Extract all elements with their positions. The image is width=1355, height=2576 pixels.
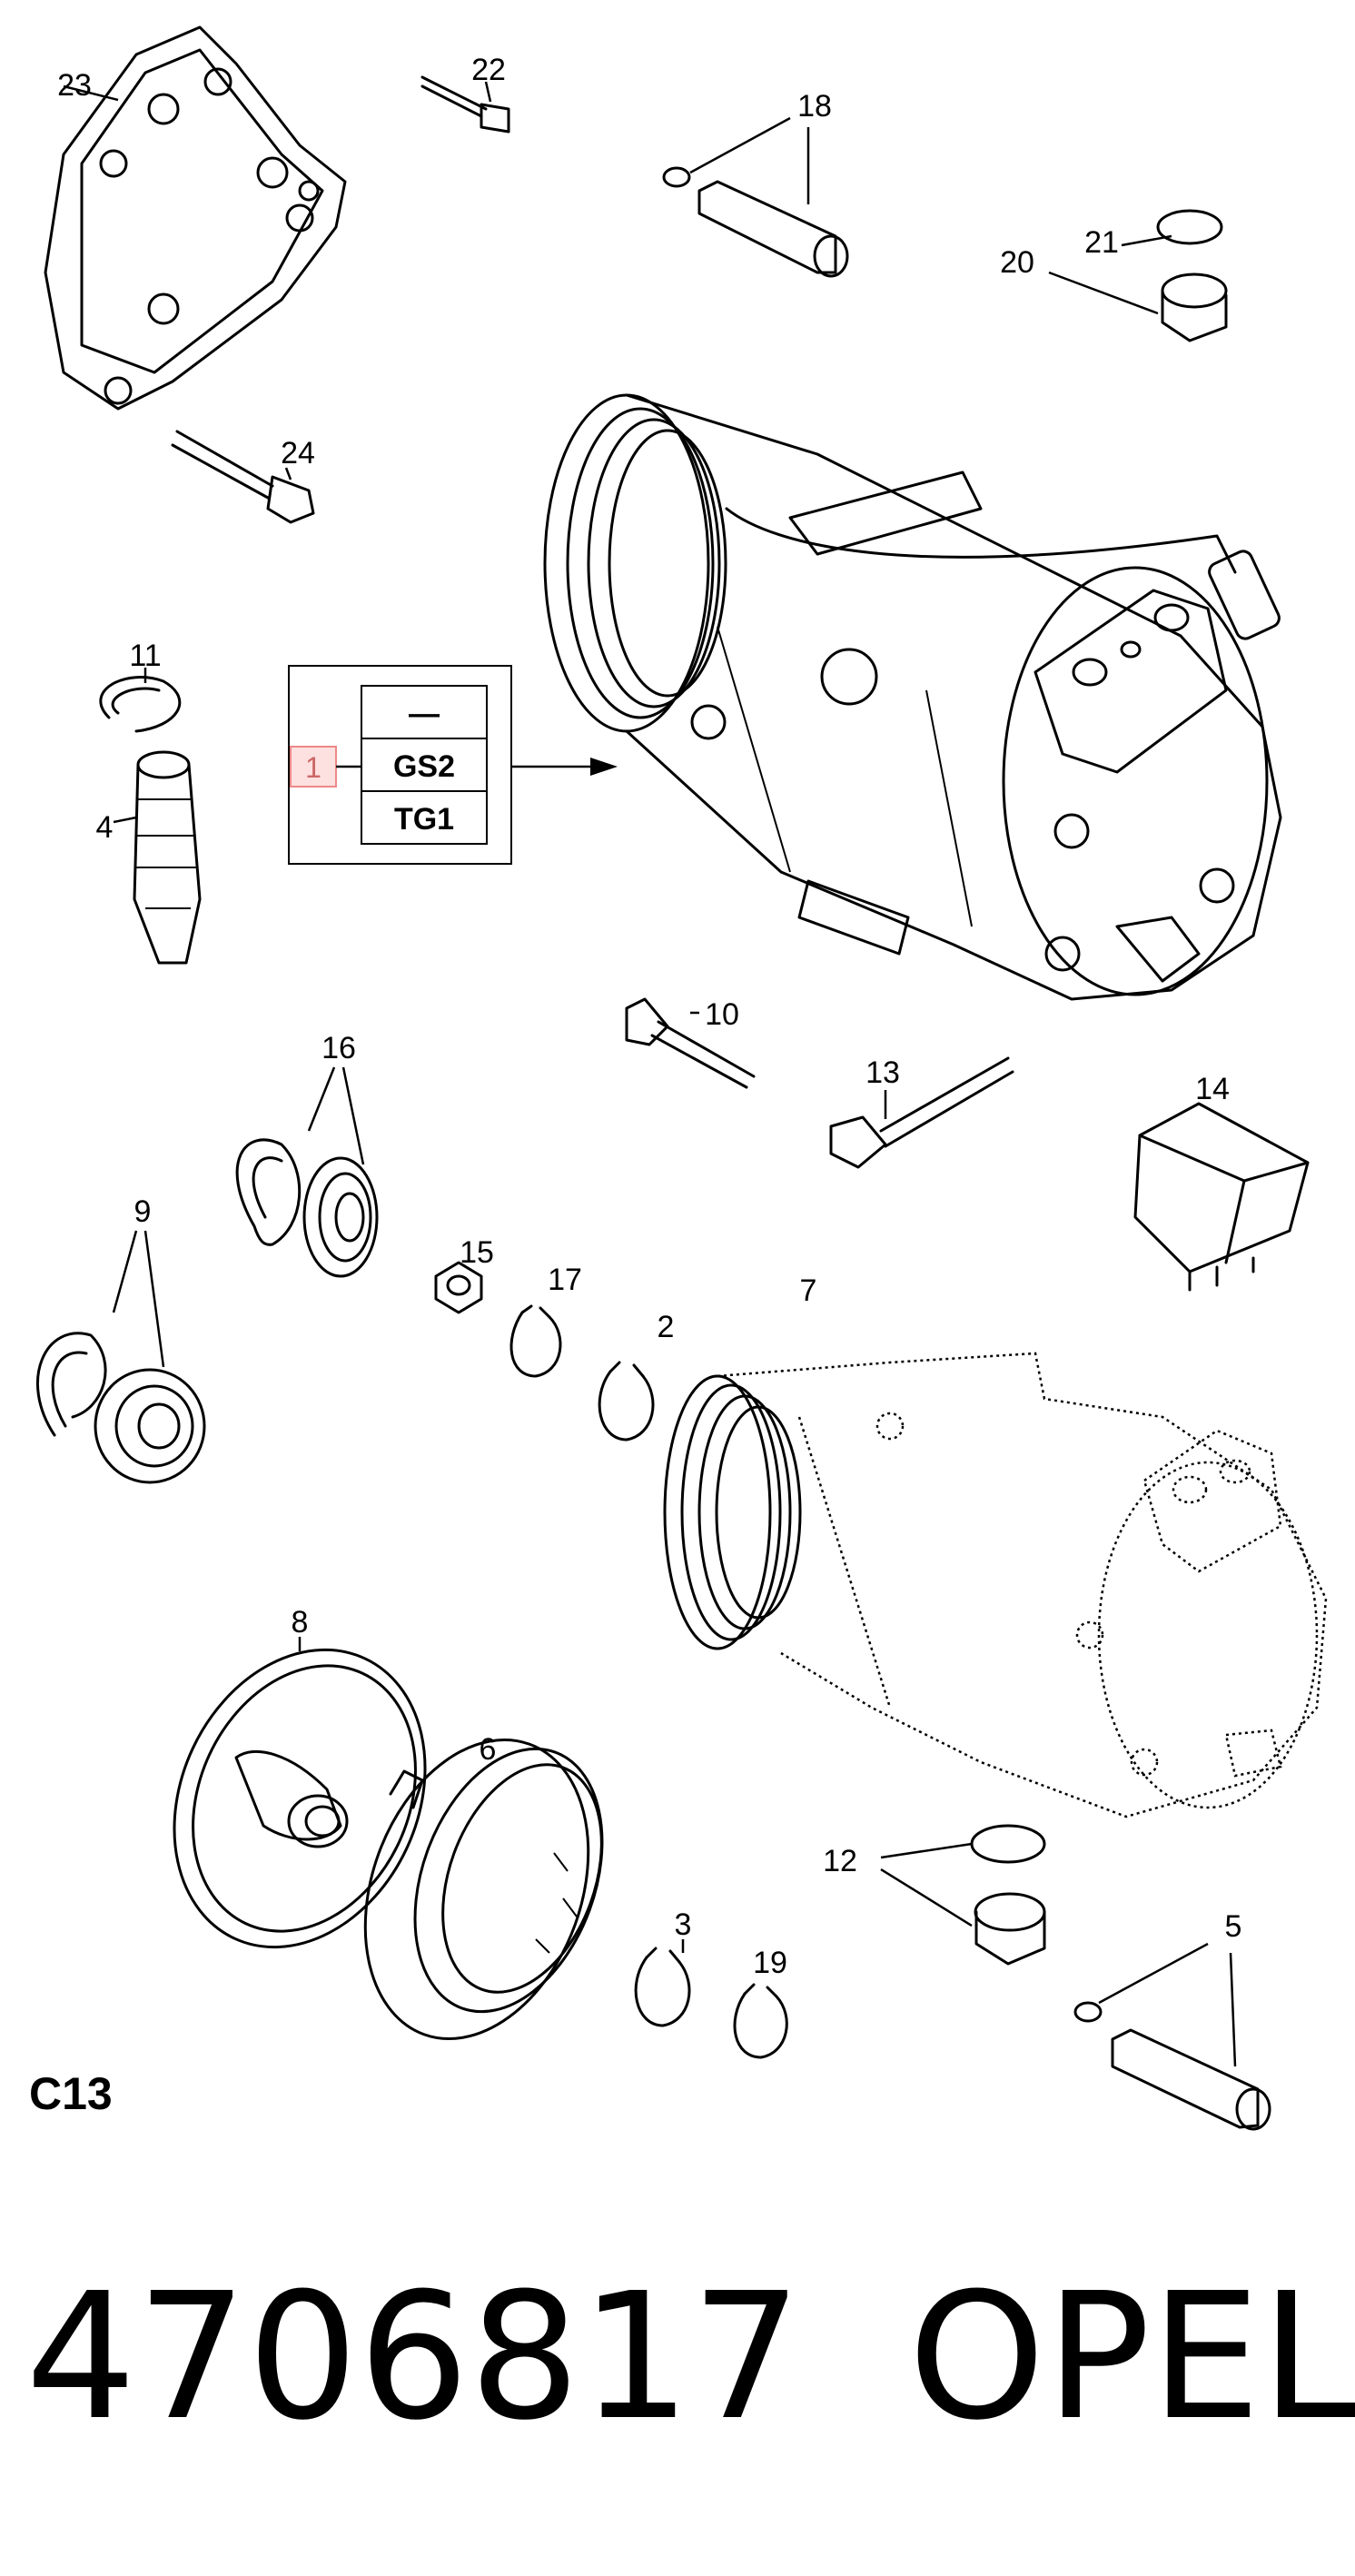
callout-16: 16 — [321, 1031, 356, 1065]
footer-banner: 4706817 OPEL — [0, 2271, 1355, 2543]
part-4-control-valve — [113, 750, 202, 965]
callout-22: 22 — [471, 53, 506, 87]
section-code: C13 — [29, 2068, 113, 2119]
part-12-plug — [880, 1824, 1046, 1966]
brand-name: OPEL — [908, 2256, 1355, 2459]
compressor-assembly-solid — [543, 393, 1282, 1001]
part-number: 4706817 — [25, 2256, 803, 2459]
legend-row-2: GS2 — [393, 749, 455, 784]
legend-index: 1 — [305, 751, 321, 784]
callout-24: 24 — [281, 436, 315, 471]
part-13-bolt — [829, 1056, 1014, 1169]
callout-8: 8 — [292, 1605, 309, 1640]
callout-5: 5 — [1225, 1909, 1242, 1944]
part-3-circlip — [634, 1939, 691, 2027]
callout-13: 13 — [865, 1055, 900, 1090]
callout-11: 11 — [129, 639, 161, 673]
part-18-pressure-switch — [662, 116, 849, 278]
callout-4: 4 — [96, 810, 114, 845]
callout-21: 21 — [1084, 225, 1119, 260]
part-14-relay — [1133, 1102, 1310, 1292]
part-11-circlip — [99, 668, 182, 733]
part-16-seal-set — [235, 1066, 379, 1278]
callout-14: 14 — [1195, 1072, 1230, 1106]
callout-15: 15 — [460, 1235, 494, 1270]
callout-6: 6 — [480, 1732, 497, 1767]
part-7-compressor-ghost — [663, 1352, 1328, 1818]
callout-labels: 23 22 18 21 20 24 11 4 10 13 14 16 9 15 … — [57, 53, 1241, 1980]
part-5-pressure-switch — [1073, 1942, 1271, 2131]
part-6-field-coil — [363, 1738, 604, 2041]
legend-row-3: TG1 — [394, 802, 454, 837]
part-19-circlip — [733, 1983, 788, 2059]
part-17-circlip — [509, 1304, 562, 1378]
callout-9: 9 — [134, 1194, 152, 1229]
part-20-21-plug — [1048, 209, 1228, 342]
part-2-circlip — [598, 1361, 655, 1442]
part-10-bolt — [625, 997, 756, 1089]
callout-2: 2 — [658, 1310, 675, 1344]
callout-10: 10 — [705, 997, 739, 1032]
callout-17: 17 — [548, 1263, 582, 1297]
exploded-view-drawing: 1 — GS2 TG1 — [29, 25, 1328, 2131]
callout-18: 18 — [797, 89, 832, 124]
callout-7: 7 — [800, 1273, 817, 1308]
part-8-hub-plate — [173, 1637, 427, 1949]
model-code-legend: 1 — GS2 TG1 — [288, 665, 618, 865]
part-22-bolt — [420, 75, 510, 134]
part-23-mounting-bracket — [44, 25, 347, 411]
callout-12: 12 — [823, 1844, 857, 1878]
callout-19: 19 — [753, 1946, 787, 1980]
legend-row-1: — — [409, 697, 440, 731]
callout-23: 23 — [57, 68, 92, 103]
callout-3: 3 — [675, 1907, 692, 1942]
callout-20: 20 — [1000, 245, 1034, 280]
part-15-nut — [434, 1261, 483, 1314]
part-24-bolt — [171, 430, 315, 524]
part-9-seal-set — [36, 1230, 206, 1484]
